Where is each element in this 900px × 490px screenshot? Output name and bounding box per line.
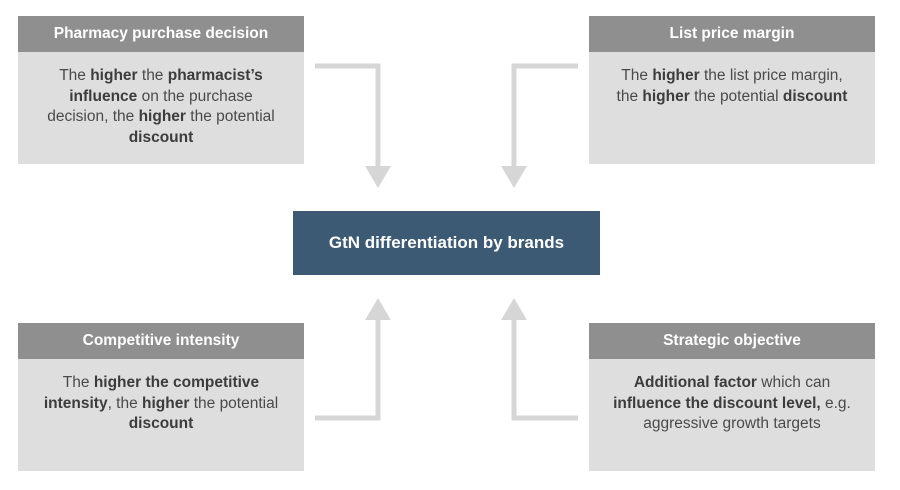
card-title: Strategic objective: [589, 323, 875, 359]
card-pharmacy-purchase-decision: Pharmacy purchase decision The higher th…: [18, 16, 304, 164]
body-emphasis: higher: [142, 394, 190, 412]
card-competitive-intensity: Competitive intensity The higher the com…: [18, 323, 304, 471]
body-emphasis: higher: [138, 108, 186, 125]
arrow-bottom-left: [315, 316, 381, 421]
body-text: the potential: [185, 108, 275, 125]
body-emphasis: Additional factor: [633, 374, 757, 391]
body-text: The: [59, 67, 91, 84]
card-title: List price margin: [589, 16, 875, 52]
body-text: the: [137, 67, 168, 84]
card-body: The higher the pharmacist’s influence on…: [18, 52, 304, 164]
card-title: Competitive intensity: [18, 323, 304, 359]
body-text: the potential: [189, 394, 279, 412]
body-emphasis: influence the discount level,: [613, 394, 821, 412]
body-emphasis: discount: [782, 87, 848, 105]
body-text: which can: [756, 374, 831, 391]
body-text: e.g. aggressive growth targets: [643, 394, 851, 433]
arrow-top-right: [511, 63, 578, 170]
body-text: The: [621, 67, 653, 84]
arrow-top-left: [315, 63, 381, 170]
body-text: The: [62, 374, 94, 391]
arrowhead-bottom-left: [365, 298, 391, 320]
card-body: Additional factor which can influence th…: [589, 359, 875, 471]
body-text: , the: [107, 394, 143, 412]
body-text: on the purchase decision, the: [47, 87, 253, 126]
body-emphasis: higher: [652, 67, 700, 84]
card-body: The higher the competitive intensity, th…: [18, 359, 304, 471]
arrowhead-top-right: [501, 166, 527, 188]
body-emphasis: higher: [642, 87, 690, 105]
body-emphasis: discount: [128, 415, 194, 432]
body-emphasis: pharmacist’s influence: [69, 67, 263, 105]
center-node-label: GtN differentiation by brands: [328, 233, 565, 252]
card-body: The higher the list price margin, the hi…: [589, 52, 875, 164]
card-list-price-margin: List price margin The higher the list pr…: [589, 16, 875, 164]
center-node: GtN differentiation by brands: [293, 211, 600, 275]
arrow-bottom-right: [511, 316, 578, 421]
arrowhead-bottom-right: [501, 298, 527, 320]
body-text: the list price margin, the: [616, 67, 843, 105]
body-emphasis: higher: [90, 67, 138, 84]
body-emphasis: discount: [128, 128, 194, 146]
card-strategic-objective: Strategic objective Additional factor wh…: [589, 323, 875, 471]
arrowhead-top-left: [365, 166, 391, 188]
body-text: the potential: [689, 87, 783, 105]
card-title: Pharmacy purchase decision: [18, 16, 304, 52]
body-emphasis: higher the competitive intensity: [43, 374, 260, 412]
